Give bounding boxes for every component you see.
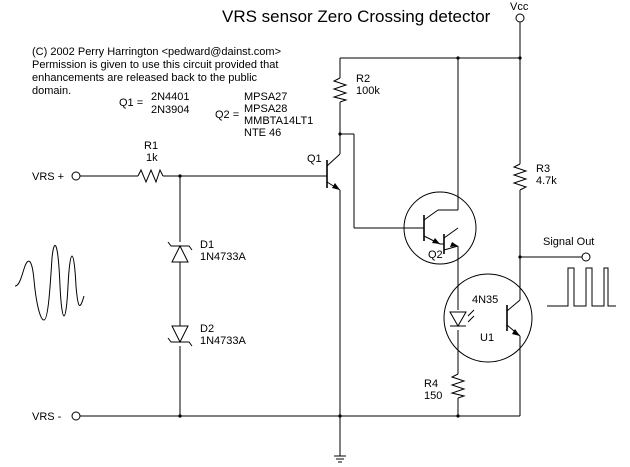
transistor-q1: Q1 [307, 153, 341, 191]
vrs-minus-label: VRS - [32, 411, 62, 423]
r4-ref: R4 [424, 378, 438, 390]
d2-value: 1N4733A [200, 335, 247, 347]
q2-part: NTE 46 [244, 127, 281, 139]
notice-line: (C) 2002 Perry Harrington <pedward@dains… [32, 46, 281, 58]
optocoupler-u1: 4N35 U1 [443, 273, 533, 363]
u1-part: 4N35 [472, 294, 498, 306]
q1-part: 2N3904 [151, 104, 190, 116]
q1-part-list: Q1 = 2N4401 2N3904 [119, 91, 190, 116]
ground-icon [334, 455, 346, 463]
q2-part: MPSA28 [244, 103, 287, 115]
q2-part: MPSA27 [244, 91, 287, 103]
r3-value: 4.7k [536, 175, 557, 187]
notice-line: domain. [32, 85, 71, 97]
resistor-r3: R3 4.7k [512, 163, 557, 191]
d1-ref: D1 [200, 239, 214, 251]
q1-part: 2N4401 [151, 91, 190, 103]
vcc-label: Vcc [510, 1, 529, 13]
r2-value: 100k [356, 85, 380, 97]
r2-ref: R2 [356, 73, 370, 85]
vrs-minus-terminal [71, 411, 81, 421]
notice-line: enhancements are released back to the pu… [32, 72, 258, 84]
q2-ref: Q2 [428, 249, 443, 261]
r1-value: 1k [146, 152, 158, 164]
vrs-plus-terminal [71, 171, 81, 181]
zener-diode-d2: D2 1N4733A [167, 323, 247, 347]
vcc-terminal [515, 13, 525, 23]
signal-out-label: Signal Out [543, 236, 594, 248]
copyright-notice: (C) 2002 Perry Harrington <pedward@dains… [32, 46, 281, 97]
diagram-title: VRS sensor Zero Crossing detector [222, 7, 491, 26]
vrs-plus-label: VRS + [32, 171, 64, 183]
output-waveform-icon [547, 267, 616, 307]
input-waveform-icon [14, 245, 85, 321]
resistor-r2: R2 100k [332, 73, 380, 103]
q2-part: MMBTA14LT1 [244, 115, 313, 127]
notice-line: Permission is given to use this circuit … [32, 59, 278, 71]
resistor-r4: R4 150 [424, 373, 466, 402]
q2-spec-label: Q2 = [215, 109, 239, 121]
r1-ref: R1 [144, 140, 158, 152]
r4-value: 150 [424, 390, 442, 402]
transistor-q2: Q2 [403, 191, 477, 265]
signal-out-terminal [581, 252, 591, 262]
wiring [80, 22, 582, 456]
q2-part-list: Q2 = MPSA27 MPSA28 MMBTA14LT1 NTE 46 [215, 91, 313, 139]
d2-ref: D2 [200, 323, 214, 335]
resistor-r1: R1 1k [137, 140, 164, 184]
d1-value: 1N4733A [200, 251, 247, 263]
r3-ref: R3 [536, 163, 550, 175]
q1-ref: Q1 [307, 153, 322, 165]
zener-diode-d1: D1 1N4733A [167, 239, 247, 263]
q1-spec-label: Q1 = [119, 97, 143, 109]
junction-dots [178, 56, 522, 418]
u1-ref: U1 [480, 332, 494, 344]
